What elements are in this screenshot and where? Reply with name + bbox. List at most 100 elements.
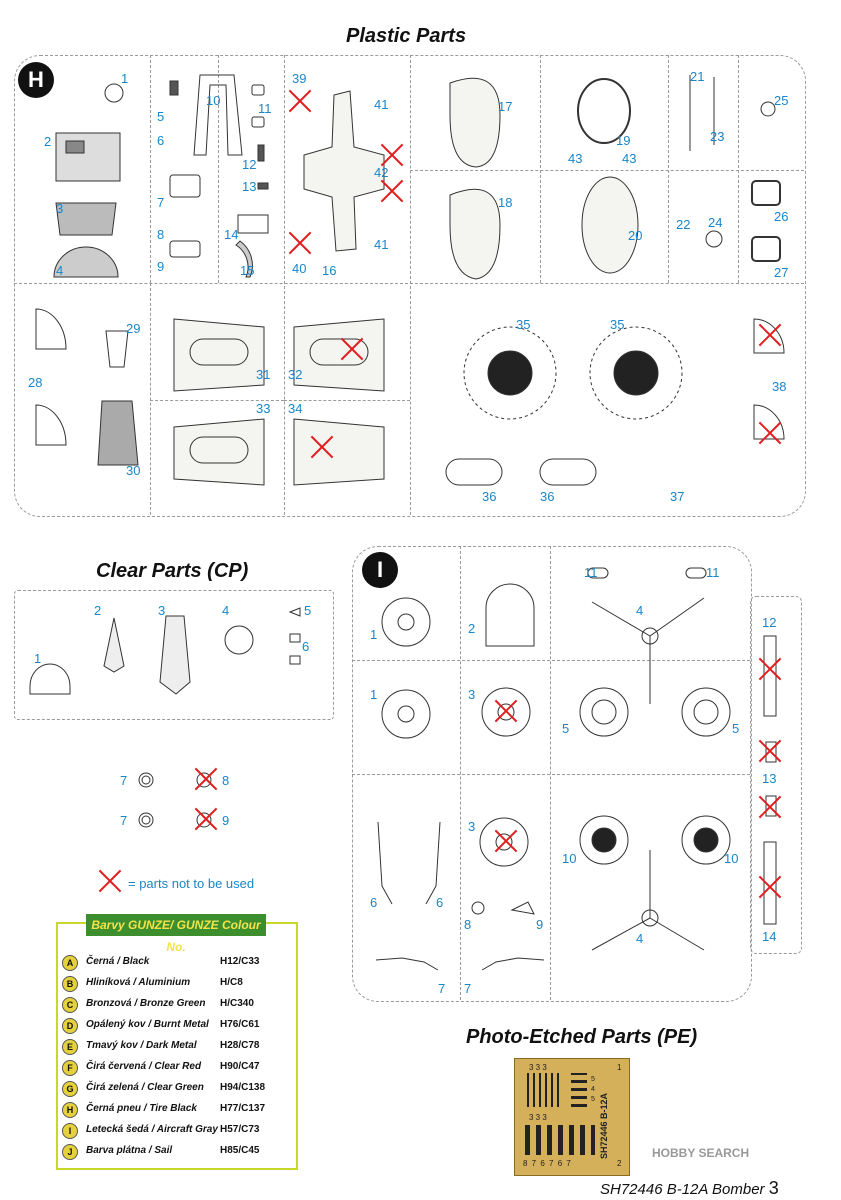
sprue-h-runner	[284, 400, 410, 401]
part-label: 7	[120, 773, 128, 788]
not-used-cross	[756, 794, 782, 820]
part-label: 4	[636, 603, 644, 618]
part-label: 16	[322, 263, 337, 278]
footer-code: SH72446 B-12A Bomber 3	[600, 1178, 779, 1199]
sprue-i-badge: I	[362, 552, 398, 588]
part-label: 3	[468, 687, 476, 702]
footer-title: SH72446 B-12A Bomber	[600, 1181, 765, 1198]
part-label: 13	[762, 771, 777, 786]
part-label: 29	[126, 321, 141, 336]
sprue-h-runner	[738, 55, 739, 283]
part-label: 9	[536, 917, 544, 932]
sprue-i-runner	[352, 774, 750, 775]
part-label: 1	[370, 687, 378, 702]
sprue-h-runner	[218, 55, 219, 283]
colour-name: Tmavý kov / Dark Metal	[86, 1040, 197, 1051]
pe-mid-numbers: 3 3 3	[529, 1113, 547, 1122]
sprue-i-runner	[460, 546, 461, 1000]
colour-code: H12/C33	[220, 956, 260, 967]
sprue-h-runner	[410, 55, 411, 515]
pe-corner-number: 2	[617, 1159, 622, 1168]
part-label: 38	[772, 379, 787, 394]
part-label: 3	[468, 819, 476, 834]
sprue-h-runner	[540, 55, 541, 283]
part-label: 6	[302, 639, 310, 654]
part-label: 17	[498, 99, 513, 114]
part-label: 39	[292, 71, 307, 86]
colour-name: Bronzová / Bronze Green	[86, 998, 206, 1009]
legend-cross-icon	[96, 868, 122, 894]
pe-fret: 3 3 3 5 4 5 3 3 3 8 7 6 7 6 7 SH72446 B-…	[514, 1058, 630, 1176]
colour-letter: C	[62, 997, 78, 1013]
part-label: 9	[222, 813, 230, 828]
colour-code: H90/C47	[220, 1061, 260, 1072]
part-label: 8	[157, 227, 165, 242]
colour-letter: D	[62, 1018, 78, 1034]
sprue-h-runner	[284, 55, 285, 515]
not-used-cross	[286, 230, 312, 256]
pe-parts-grid	[527, 1073, 563, 1107]
part-label: 10	[724, 851, 739, 866]
pe-label: SH72446 B-12A	[599, 1092, 609, 1159]
sprue-h-runner	[150, 55, 151, 283]
sprue-h-divider	[14, 283, 804, 284]
part-label: 7	[464, 981, 472, 996]
pe-side-numbers: 5 4 5	[591, 1076, 595, 1103]
part-label: 12	[762, 615, 777, 630]
colour-table-header: Barvy GUNZE/ GUNZE Colour No.	[86, 914, 266, 954]
part-label: 31	[256, 367, 271, 382]
part-label: 33	[256, 401, 271, 416]
part-label: 6	[436, 895, 444, 910]
colour-name: Opálený kov / Burnt Metal	[86, 1019, 209, 1030]
not-used-cross	[492, 698, 518, 724]
sprue-i-runner	[550, 546, 551, 1000]
part-label: 11	[584, 565, 598, 580]
not-used-cross	[192, 766, 218, 792]
legend-not-used: = parts not to be used	[128, 876, 255, 891]
colour-row: D Opálený kov / Burnt Metal H76/C61	[60, 1017, 294, 1037]
not-used-cross	[756, 656, 782, 682]
colour-letter: E	[62, 1039, 78, 1055]
part-label: 2	[44, 134, 52, 149]
colour-name: Černá / Black	[86, 956, 150, 967]
part-label: 18	[498, 195, 513, 210]
not-used-cross	[756, 874, 782, 900]
part-label: 10	[206, 93, 221, 108]
part-label: 32	[288, 367, 303, 382]
part-label: 40	[292, 261, 307, 276]
part-label: 1	[370, 627, 378, 642]
plastic-parts-title: Plastic Parts	[346, 25, 467, 47]
part-label: 6	[370, 895, 378, 910]
part-label: 1	[121, 71, 129, 86]
sprue-h-runner	[150, 400, 284, 401]
colour-letter: H	[62, 1102, 78, 1118]
pe-top-numbers: 3 3 3	[529, 1063, 547, 1072]
not-used-cross	[756, 322, 782, 348]
part-label: 41	[374, 97, 389, 112]
part-label: 14	[224, 227, 239, 242]
part-label: 7	[120, 813, 128, 828]
colour-name: Barva plátna / Sail	[86, 1145, 173, 1156]
colour-name: Letecká šedá / Aircraft Gray	[86, 1124, 218, 1135]
sprue-h-runner	[410, 170, 804, 171]
sprue-i-side-frame	[750, 596, 802, 954]
part-label: 14	[762, 929, 777, 944]
part-label: 26	[774, 209, 789, 224]
part-label: 1	[34, 651, 42, 666]
colour-code: H57/C73	[220, 1124, 260, 1135]
part-label: 20	[628, 228, 643, 243]
colour-code: H76/C61	[220, 1019, 260, 1030]
colour-letter: J	[62, 1144, 78, 1160]
part-label: 4	[56, 263, 64, 278]
not-used-cross	[308, 434, 334, 460]
part-label: 9	[157, 259, 165, 274]
not-used-cross	[756, 420, 782, 446]
not-used-cross	[286, 88, 312, 114]
